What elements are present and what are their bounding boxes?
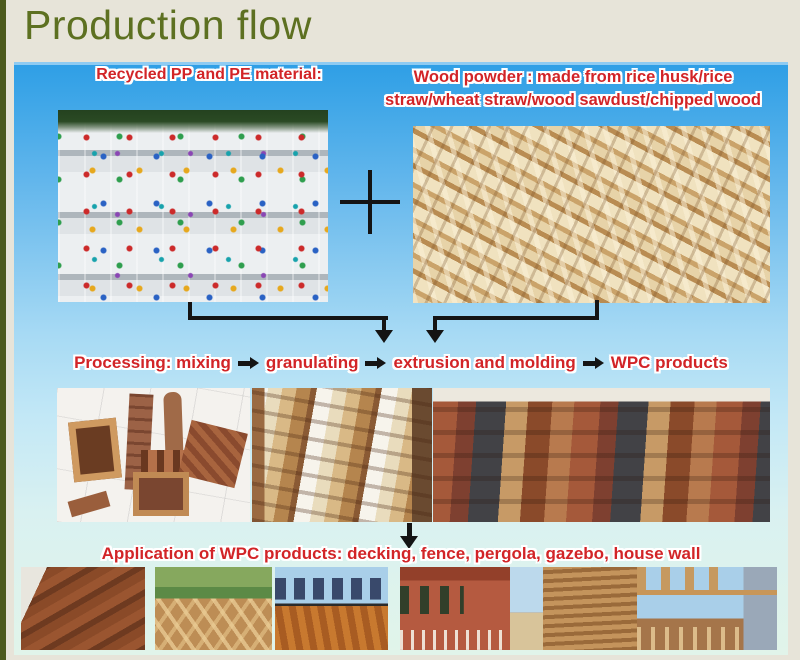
page-title: Production flow — [24, 2, 312, 48]
material-label-wood-line2: straw/wheat straw/wood sawdust/chipped w… — [385, 91, 761, 109]
connector-left-stem — [382, 316, 386, 330]
photo-wpc-pergola — [637, 567, 777, 650]
processing-step-mixing: Processing: mixing — [74, 353, 231, 372]
connector-right-vertical — [595, 300, 599, 320]
connector-right-stem — [433, 316, 437, 330]
photo-wood-shavings — [413, 126, 770, 303]
arrow-down-head-icon — [400, 536, 418, 549]
arrow-down-icon — [407, 523, 412, 537]
profile-square-tube — [67, 417, 123, 483]
photo-recycled-plastic-bales — [58, 110, 328, 302]
profile-channel — [133, 472, 189, 516]
photo-wpc-house — [400, 567, 510, 650]
arrow-right-icon — [365, 357, 387, 369]
connector-right-arrowhead-icon — [426, 330, 444, 343]
processing-step-row: Processing: mixing granulating extrusion… — [14, 353, 788, 373]
photo-wpc-board-samples — [252, 388, 432, 522]
photo-wpc-profiles — [57, 388, 250, 522]
processing-step-wpc-products: WPC products — [610, 353, 728, 372]
left-accent-bar — [0, 0, 6, 660]
application-label: Application of WPC products: decking, fe… — [101, 544, 701, 563]
photo-wpc-bridge-fence — [155, 567, 272, 650]
material-label-wood-line1: Wood powder : made from rice husk/rice — [413, 68, 733, 86]
arrow-right-icon — [582, 357, 604, 369]
photo-decking-stairs — [21, 567, 145, 650]
material-label-plastic: Recycled PP and PE material: — [96, 66, 322, 83]
connector-right-horizontal — [433, 316, 599, 320]
profile-angle-piece — [67, 490, 111, 518]
connector-left-arrowhead-icon — [375, 330, 393, 343]
flow-diagram-panel: Recycled PP and PE material: Wood powder… — [14, 62, 788, 655]
photo-rooftop-decking — [275, 567, 388, 650]
material-label-wood: Wood powder : made from rice husk/rice s… — [359, 66, 787, 112]
photo-wpc-wall-cladding — [510, 567, 637, 650]
processing-step-granulating: granulating — [265, 353, 359, 372]
arrow-right-icon — [237, 357, 259, 369]
connector-left-vertical — [188, 302, 192, 320]
plus-icon — [340, 170, 400, 234]
connector-left-horizontal — [188, 316, 388, 320]
processing-step-extrusion: extrusion and molding — [393, 353, 576, 372]
photo-wpc-boards-stack — [433, 388, 770, 522]
